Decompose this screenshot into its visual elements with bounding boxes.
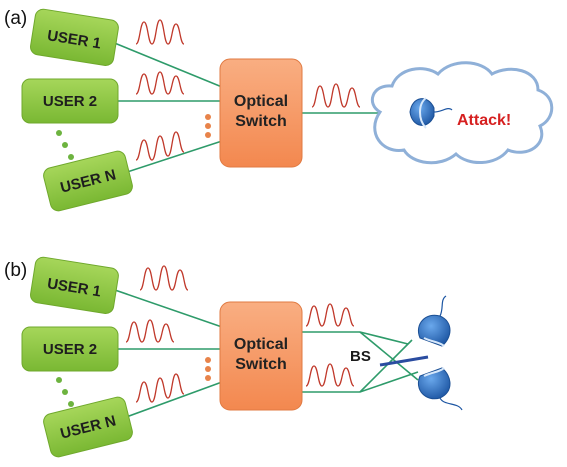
fiber-out-upper-b (300, 331, 409, 345)
user-2-label-b: USER 2 (43, 341, 97, 358)
cloud-a (370, 61, 554, 165)
fiber-user1-a (111, 41, 223, 88)
fiber-cross1-b (359, 331, 419, 381)
user-2-box-b: USER 2 (21, 326, 119, 372)
switch-label-line2-b: Switch (235, 356, 287, 373)
pulses-a (135, 19, 361, 161)
panel-b-fibers (111, 288, 419, 421)
pulse-out-a (311, 83, 361, 108)
pulse-usern-a (135, 131, 185, 161)
panel-b: (b) USER 1 USER 2 USER N (4, 256, 463, 458)
pulse-out-upper-b (305, 303, 355, 327)
beam-splitter (379, 355, 429, 367)
user-1-box-b: USER 1 (30, 256, 119, 314)
user-ellipsis-a (56, 130, 74, 160)
detector-a (409, 97, 453, 129)
attack-label: Attack! (457, 112, 511, 129)
user-2-label-a: USER 2 (43, 93, 97, 110)
switch-ellipsis-a (205, 114, 211, 138)
fiber-usern-b (117, 381, 223, 421)
user-2-box-a: USER 2 (21, 78, 119, 124)
fiber-usern-a (117, 140, 223, 176)
detector-upper-b (418, 295, 451, 347)
optical-switch-b: Optical Switch (219, 301, 303, 411)
switch-label-line1-a: Optical (234, 93, 288, 110)
pulse-out-lower-b (305, 363, 355, 387)
panel-b-label: (b) (4, 260, 27, 281)
panel-a-label: (a) (4, 8, 27, 29)
pulse-user2-b (125, 319, 175, 343)
switch-ellipsis-b (205, 357, 211, 381)
switch-label-line1-b: Optical (234, 336, 288, 353)
bs-label: BS (350, 348, 371, 365)
user-n-box-b: USER N (43, 396, 133, 458)
fiber-cross2-b (359, 339, 413, 393)
pulse-user1-a (135, 19, 185, 45)
optical-switch-a: Optical Switch (219, 58, 303, 168)
user-n-box-a: USER N (43, 150, 133, 212)
pulse-user2-a (135, 71, 185, 95)
pulse-usern-b (135, 373, 185, 403)
detector-lower-b (418, 367, 463, 411)
pulse-user1-b (139, 265, 189, 291)
user-ellipsis-b (56, 377, 74, 407)
panel-a: (a) USER 1 USER 2 USER N (4, 8, 554, 212)
user-1-box-a: USER 1 (30, 8, 119, 66)
pulses-b (125, 265, 355, 403)
switch-label-line2-a: Switch (235, 113, 287, 130)
fiber-user1-b (111, 288, 223, 328)
